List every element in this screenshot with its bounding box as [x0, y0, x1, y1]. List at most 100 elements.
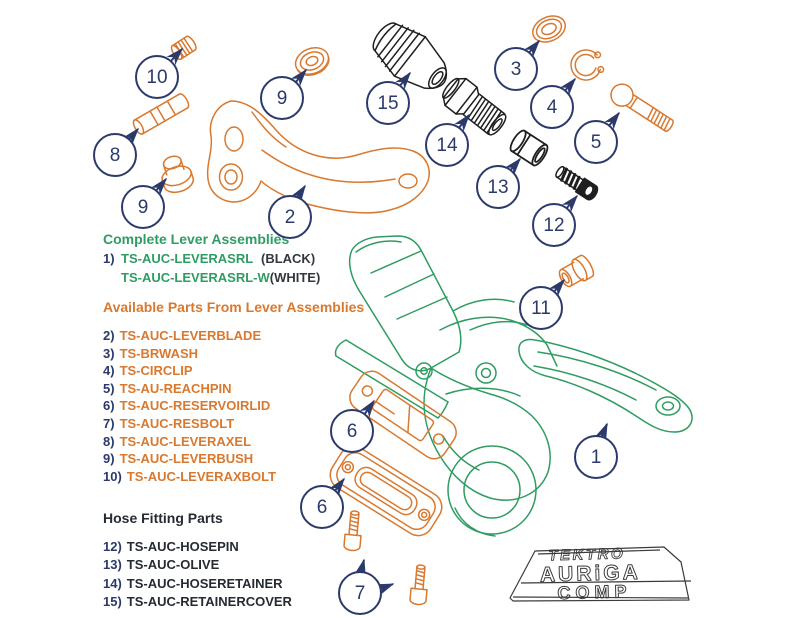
- callout-label: 12: [543, 214, 565, 236]
- reservoir-lid-top-drawing: [349, 370, 457, 460]
- part-list-item: 10)TS-AUC-LEVERAXBOLT: [103, 469, 364, 487]
- callout-5: 5: [574, 120, 618, 164]
- part-number: 1): [103, 251, 115, 266]
- brand-tektro: TEKTRO: [548, 545, 625, 564]
- plug-drawing: [558, 254, 595, 288]
- washer-drawing: [531, 15, 567, 43]
- callout-9-bottom: 9: [121, 185, 165, 229]
- part-list-item: 1) TS-AUC-LEVERASRL (BLACK): [103, 251, 320, 270]
- part-list-item: 2) TS-AUC-LEVERBLADE: [103, 328, 364, 346]
- retainer-cover-drawing: [372, 22, 448, 90]
- part-number: 5): [103, 380, 115, 396]
- callout-1: 1: [574, 435, 618, 479]
- lever-blade-drawing: [206, 100, 430, 214]
- part-number: 4): [103, 363, 115, 379]
- part-number: 6): [103, 398, 115, 414]
- part-code: TS-AUC-LEVERBLADE: [119, 328, 262, 343]
- part-list-item: 8)TS-AUC-LEVERAXEL: [103, 434, 364, 452]
- part-variant: (WHITE): [269, 269, 321, 285]
- callout-7: 7: [338, 571, 382, 615]
- callout-label: 9: [137, 196, 149, 218]
- part-code: TS-AUC-LEVERASRL: [121, 251, 254, 266]
- part-code: TS-AUC-LEVERASRL-W: [121, 269, 270, 285]
- part-list-item: 14)TS-AUC-HOSERETAINER: [103, 576, 292, 594]
- part-number: 15): [103, 593, 122, 609]
- part-number: 7): [103, 415, 115, 431]
- callout-label: 2: [284, 206, 296, 228]
- section-heading: Complete Lever Assemblies: [103, 231, 290, 247]
- part-list-item: 12) TS-AUC-HOSEPIN: [103, 539, 292, 557]
- part-code: TS-BRWASH: [119, 345, 199, 361]
- callout-label: 6: [346, 420, 358, 442]
- part-variant: (BLACK): [261, 251, 316, 266]
- callout-9-top: 9: [260, 76, 304, 120]
- part-list-item: TS-AUC-LEVERASRL-W (WHITE): [103, 270, 320, 289]
- part-code: TS-AUC-OLIVE: [126, 557, 220, 573]
- part-number: 13): [103, 557, 122, 573]
- callout-label: 1: [590, 446, 602, 468]
- brand-comp: COMP: [557, 581, 631, 603]
- brand-badge: TEKTRO AURiGA COMP: [509, 545, 692, 604]
- callout-label: 5: [590, 131, 602, 153]
- callout-6-top: 6: [330, 409, 374, 453]
- available-parts-section: Available Parts From Lever Assemblies 2)…: [103, 299, 364, 486]
- part-code: TS-AUC-RESBOLT: [119, 415, 235, 431]
- lever-bush-top-drawing: [294, 47, 330, 76]
- circlip-drawing: [570, 49, 605, 81]
- reach-pin-drawing: [610, 83, 674, 132]
- callout-label: 3: [510, 58, 522, 80]
- callout-label: 11: [531, 297, 551, 319]
- res-bolt-bottom-drawing: [409, 564, 428, 606]
- callout-11: 11: [519, 286, 563, 330]
- hose-pin-drawing: [555, 165, 599, 201]
- res-bolt-top-drawing: [343, 510, 362, 552]
- lever-assembly-drawing: [334, 235, 693, 537]
- part-code: TS-AUC-RETAINERCOVER: [126, 593, 292, 609]
- lever-bush-bottom-drawing: [161, 155, 195, 194]
- part-number: 8): [103, 433, 115, 449]
- callout-label: 10: [146, 66, 168, 88]
- part-code: TS-CIRCLIP: [119, 363, 193, 379]
- callout-label: 14: [436, 134, 458, 156]
- callout-label: 13: [487, 176, 509, 198]
- callout-6-bottom: 6: [300, 485, 344, 529]
- callout-4: 4: [530, 85, 574, 129]
- callout-label: 9: [276, 87, 288, 109]
- callout-15: 15: [366, 81, 410, 125]
- part-list-item: 6)TS-AUC-RESERVOIRLID: [103, 398, 364, 416]
- part-list-item: 4)TS-CIRCLIP: [103, 363, 364, 381]
- section-heading: Hose Fitting Parts: [103, 510, 223, 526]
- lever-axle-drawing: [132, 93, 190, 135]
- part-code: TS-AUC-RESERVOIRLID: [119, 398, 271, 414]
- part-list-item: 9)TS-AUC-LEVERBUSH: [103, 451, 364, 469]
- section-heading: Available Parts From Lever Assemblies: [103, 299, 365, 315]
- part-code: TS-AUC-LEVERBUSH: [119, 451, 254, 467]
- part-code: TS-AUC-HOSERETAINER: [126, 575, 283, 591]
- callout-13: 13: [476, 165, 520, 209]
- part-number: 10): [103, 468, 122, 484]
- part-list-item: 3)TS-BRWASH: [103, 346, 364, 364]
- part-list-item: 7)TS-AUC-RESBOLT: [103, 416, 364, 434]
- brand-auriga: AURiGA: [540, 561, 641, 587]
- part-number: 3): [103, 345, 115, 361]
- complete-assemblies-section: Complete Lever Assemblies 1) TS-AUC-LEVE…: [103, 231, 320, 288]
- reservoir-lid-bottom-drawing: [329, 445, 443, 537]
- part-list-item: 15)TS-AUC-RETAINERCOVER: [103, 594, 292, 612]
- callout-2: 2: [268, 195, 312, 239]
- part-number: 12): [103, 539, 122, 554]
- callout-10: 10: [135, 55, 179, 99]
- callout-8: 8: [93, 133, 137, 177]
- part-code: TS-AUC-HOSEPIN: [126, 539, 239, 554]
- part-list-item: 5)TS-AU-REACHPIN: [103, 381, 364, 399]
- part-list-item: 13)TS-AUC-OLIVE: [103, 557, 292, 575]
- hose-fitting-section: Hose Fitting Parts 12) TS-AUC-HOSEPIN 13)…: [103, 510, 292, 612]
- callout-label: 7: [354, 582, 366, 604]
- callout-12: 12: [532, 203, 576, 247]
- part-code: TS-AU-REACHPIN: [119, 380, 232, 396]
- callout-14: 14: [425, 123, 469, 167]
- part-number: 2): [103, 328, 115, 343]
- callout-label: 6: [316, 496, 328, 518]
- part-code: TS-AUC-LEVERAXEL: [119, 433, 252, 449]
